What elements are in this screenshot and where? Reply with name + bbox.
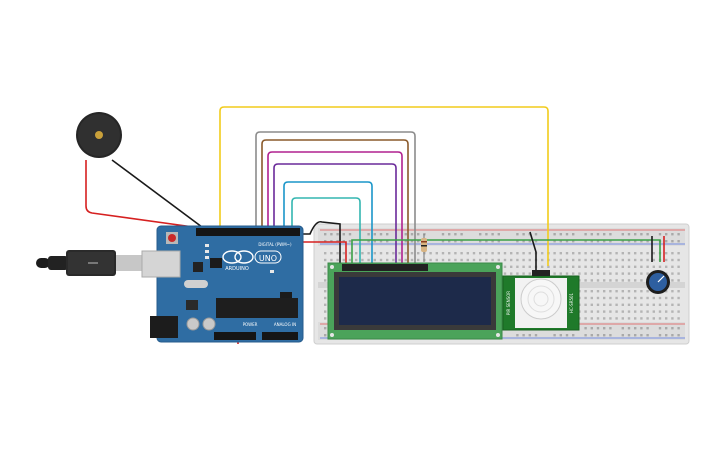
resistor[interactable] — [421, 234, 427, 262]
arduino-model-text: UNO — [259, 254, 277, 263]
wire-purple[interactable] — [273, 163, 397, 266]
arduino-logo-text: ARDUINO — [225, 266, 249, 272]
wire-magenta[interactable] — [267, 151, 403, 266]
analog-header — [262, 332, 298, 340]
atmega-chip — [216, 298, 298, 318]
reset-button[interactable] — [168, 234, 176, 242]
digital-header-label: DIGITAL (PWM~) — [258, 242, 292, 247]
pir-sensor[interactable]: PIR SENSOR HC-SR501 — [502, 270, 580, 331]
usb-cable[interactable] — [36, 250, 142, 276]
wire-gray[interactable] — [255, 131, 416, 266]
lcd-16x2-display[interactable] — [327, 262, 503, 340]
power-label: POWER — [243, 322, 258, 327]
analog-label: ANALOG IN — [274, 322, 296, 327]
lcd-pin-header — [342, 264, 428, 271]
wire-buzzer-red[interactable] — [85, 160, 216, 231]
wire-brown[interactable] — [261, 139, 409, 266]
power-header — [214, 332, 256, 340]
potentiometer-knob-indicator[interactable] — [657, 275, 665, 283]
wire-black-pir[interactable] — [529, 231, 537, 276]
potentiometer[interactable] — [646, 270, 670, 294]
piezo-buzzer[interactable] — [76, 112, 122, 158]
digital-header — [196, 228, 300, 236]
wire-buzzer-black[interactable] — [111, 159, 207, 231]
wire-black-gnd[interactable] — [300, 220, 341, 266]
wire-green-rail[interactable] — [351, 239, 661, 266]
pir-left-label: PIR SENSOR — [506, 291, 511, 315]
wire-cyan[interactable] — [283, 181, 373, 266]
lcd-screen — [339, 277, 491, 325]
wire-teal[interactable] — [291, 197, 361, 266]
wire-yellow[interactable] — [219, 106, 549, 266]
arduino-uno-board[interactable]: UNO ARDUINO DIGITAL (PWM~) POWER ANALOG … — [141, 225, 304, 343]
pir-right-label: HC-SR501 — [569, 292, 574, 313]
